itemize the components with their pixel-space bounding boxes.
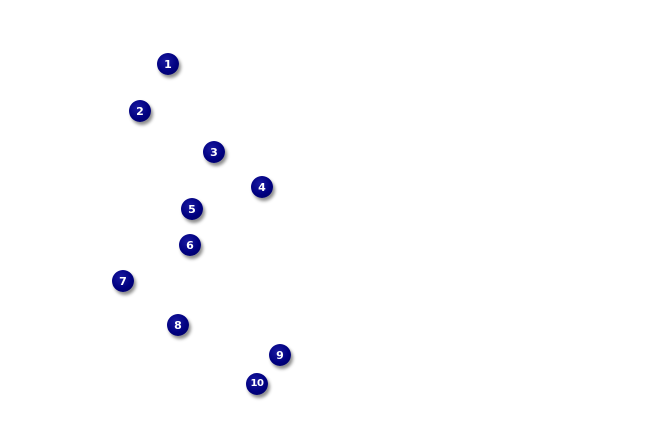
numbered-marker-2[interactable]: 2	[129, 100, 151, 122]
numbered-marker-8[interactable]: 8	[167, 314, 189, 336]
numbered-marker-9[interactable]: 9	[269, 344, 291, 366]
numbered-marker-7[interactable]: 7	[112, 270, 134, 292]
numbered-marker-1[interactable]: 1	[157, 53, 179, 75]
numbered-marker-3[interactable]: 3	[203, 141, 225, 163]
numbered-marker-5[interactable]: 5	[181, 198, 203, 220]
numbered-marker-6[interactable]: 6	[179, 234, 201, 256]
numbered-marker-4[interactable]: 4	[251, 176, 273, 198]
numbered-marker-10[interactable]: 10	[246, 373, 268, 395]
